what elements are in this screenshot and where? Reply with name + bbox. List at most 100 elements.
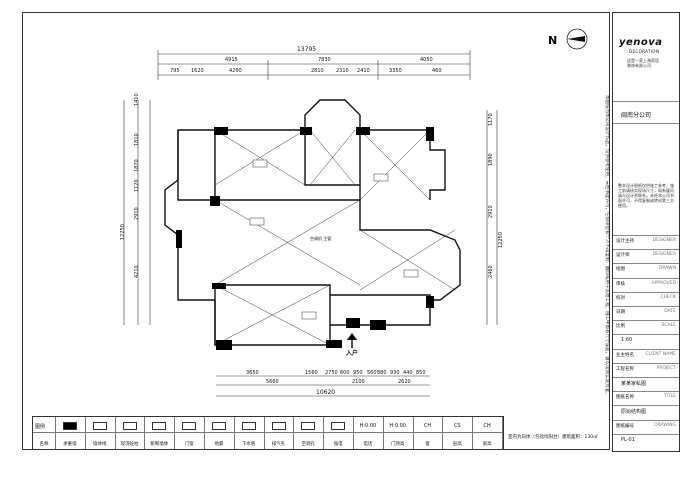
legend-header: 图例 名称 [33,417,56,449]
title-row-label: 图纸名称 [616,395,634,401]
dim-top-detail-5: 2310 [336,68,349,74]
legend-item: 门窗 [174,417,205,449]
legend-item: 下水管 [234,417,265,449]
dim-bottom-detail-8: 930 [390,370,400,376]
title-row-label: 比例 [616,324,625,330]
walls [164,99,461,346]
legend-item-name: 地漏 [214,442,224,447]
dimension-lines-bottom [216,375,430,397]
title-row-label: 图纸编号 [616,423,634,429]
dim-bottom-detail-4: 600 [340,370,350,376]
legend-symbol-icon [152,422,167,430]
title-row: PL-01 [613,433,679,449]
dim-top-detail-6: 2410 [357,68,370,74]
legend-item-name: 现浇砼柱 [120,442,139,447]
legend-item-name: 梁高 [482,442,492,447]
columns [176,127,434,350]
dim-right-3: 2910 [488,205,494,218]
legend-item-name: 门顶高 [390,442,405,447]
legend-symbol-icon [122,422,137,430]
title-notes: 整本设计图纸仅供施工参考，施工前请核实现场尺寸，如有疑问请与设计师联系。未经本公… [618,183,674,208]
title-row-value: PROJECT [656,365,676,371]
company-logo-sub: DECORATION [629,49,660,54]
title-row-label: 日期 [616,310,625,315]
legend-item-symbol-text: H:0.00 [359,423,377,429]
company-name: 这是一家上海家居 装饰有限公司 [627,58,673,68]
dims-left-stack: 1410 1810 1870 1120 12250 4210 2910 [120,93,140,325]
legend-item-name: 排气孔 [271,442,286,447]
legend-item-name: 门窗 [184,442,194,447]
title-row-value: 1:60 [621,337,633,344]
dim-top-mid-3: 4050 [420,57,433,63]
entrance-label: 入户 [346,350,359,357]
dim-bottom-detail-6: 560 [367,370,377,376]
dim-top-detail-4: 2810 [311,68,324,74]
legend-item: 地漏 [204,417,235,449]
branch-name: 闽南分公司 [621,112,652,119]
legend-item-symbol-text: H:0.00 [389,423,406,429]
dim-left-1: 1410 [134,93,140,106]
dimension-lines-top [157,50,471,80]
dim-right-2: 1890 [488,153,494,166]
company-logo: yenova [619,37,663,48]
legend-item: 现浇砼柱 [115,417,146,449]
title-row-label: 设计主持 [616,239,634,244]
title-row-value: CHECK [660,294,676,300]
dims-overall-bottom: 10620 [316,389,336,396]
dim-bottom-detail-2: 1560 [305,370,318,376]
dim-top-detail-3: 4260 [229,68,242,74]
dim-bottom-mid-1: 5660 [266,379,279,385]
room-tags [249,159,419,320]
dim-left-5: 12250 [120,224,126,240]
legend-item-symbol-text: CH [483,423,491,429]
dim-left-4: 1120 [134,179,140,192]
vertical-note: 本图纸为本公司设计作品，仅供参考使用。未经书面许可，任何单位和个人不得复制、翻印… [601,95,611,435]
vertical-note-text: 本图纸为本公司设计作品，仅供参考使用。未经书面许可，任何单位和个人不得复制、翻印… [604,95,609,397]
legend-item: 新砌墙体 [144,417,176,449]
legend-symbol-icon [182,422,197,430]
entrance-arrow-icon [347,333,357,348]
title-row-value: DATE [664,309,676,314]
dim-top-mid-1: 4915 [225,57,238,63]
legend-item: 排气孔 [264,417,295,449]
title-row: 某某家私图 [613,377,679,392]
title-row-value: DESIGNER [652,238,676,243]
dim-left-7: 2910 [134,207,140,220]
dim-left-6: 4210 [134,265,140,278]
north-arrow-icon: N [548,28,588,50]
legend-item-name: 窗 [425,442,430,447]
legend-item-name: 层高 [452,442,462,447]
dim-top-detail-1: 795 [170,68,180,74]
title-row: 日期 DATE [613,306,679,321]
legend-item: 门顶高 H:0.00 [383,417,414,449]
title-row-label: 校对 [616,295,625,301]
dim-top-detail-7: 3350 [389,68,402,74]
legend-item-symbol-text: CS [453,423,461,429]
title-row-value: TITLE [663,394,676,400]
area-note: 室内为日体（包括坑阳台）建筑面积：130㎡ [508,435,598,440]
dim-top-detail-8: 460 [432,68,442,74]
title-row-label: 审核 [616,281,625,287]
center-label: 空调机 主管 [310,236,332,241]
title-row-value: CLIENT NAME [645,351,676,357]
legend-item: 强电 [323,417,354,449]
legend-symbol-icon [271,422,286,430]
title-row-value: DESIGNER [652,252,676,258]
legend-title-top: 图例 [35,424,46,430]
dim-bottom-mid-2: 2100 [352,379,365,385]
legend-symbol-icon [331,422,346,430]
legend-symbol-icon [63,422,77,430]
legend-item-name: 空调孔 [301,442,316,447]
title-row: 校对 CHECK [613,291,679,307]
dim-bottom-detail-3: 2750 [325,370,338,376]
company-line-2: 装饰有限公司 [627,63,651,68]
